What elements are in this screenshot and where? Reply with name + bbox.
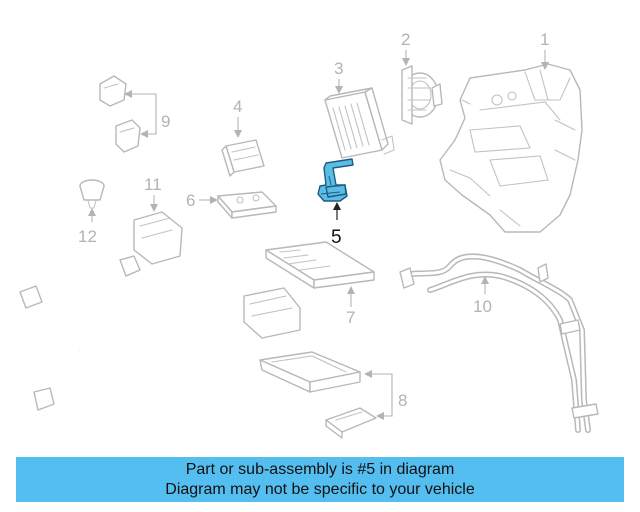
svg-text:12: 12 <box>78 227 97 246</box>
svg-text:4: 4 <box>233 97 242 116</box>
svg-text:2: 2 <box>401 30 410 49</box>
callout-4: 3 <box>334 59 343 94</box>
callout-2: 2 <box>401 30 410 66</box>
part-7-air-filter[interactable] <box>265 241 375 289</box>
part-11-wiring-harness[interactable] <box>19 211 301 411</box>
callout-3: 4 <box>233 97 242 138</box>
part-2-blower-motor[interactable] <box>401 65 443 125</box>
part-12-grommet[interactable] <box>79 179 105 209</box>
callout-10: 10 <box>473 276 492 316</box>
callout-8: 8 <box>364 370 407 420</box>
callout-9: 9 <box>124 90 170 138</box>
info-banner: Part or sub-assembly is #5 in diagram Di… <box>16 457 624 502</box>
svg-text:3: 3 <box>334 59 343 78</box>
callout-5: 5 <box>331 202 342 248</box>
callout-6: 6 <box>186 191 218 210</box>
svg-text:11: 11 <box>144 175 162 194</box>
callout-1: 1 <box>540 30 549 70</box>
part-10-ac-lines[interactable] <box>399 253 599 433</box>
callout-12: 12 <box>78 208 97 246</box>
part-3-connector[interactable] <box>221 139 265 177</box>
part-5-sensor-highlighted[interactable] <box>317 158 354 202</box>
part-4-heater-core[interactable] <box>324 87 395 159</box>
svg-text:5: 5 <box>331 227 342 248</box>
part-6-resistor[interactable] <box>217 191 277 219</box>
parts-diagram: 1 2 3 5 <box>19 30 599 439</box>
banner-line-part: Part or sub-assembly is #5 in diagram <box>185 460 455 478</box>
part-8-ducts[interactable] <box>259 351 377 439</box>
callout-7: 7 <box>346 286 355 327</box>
svg-text:9: 9 <box>161 112 170 131</box>
svg-text:6: 6 <box>186 191 195 210</box>
svg-text:7: 7 <box>346 308 355 327</box>
svg-text:8: 8 <box>398 391 407 410</box>
svg-text:10: 10 <box>473 297 492 316</box>
callout-11: 11 <box>144 175 162 212</box>
svg-text:1: 1 <box>540 30 549 49</box>
part-1-hvac-housing[interactable] <box>439 63 583 233</box>
part-9-clips[interactable] <box>99 75 141 153</box>
banner-line-disclaimer: Diagram may not be specific to your vehi… <box>165 480 475 498</box>
